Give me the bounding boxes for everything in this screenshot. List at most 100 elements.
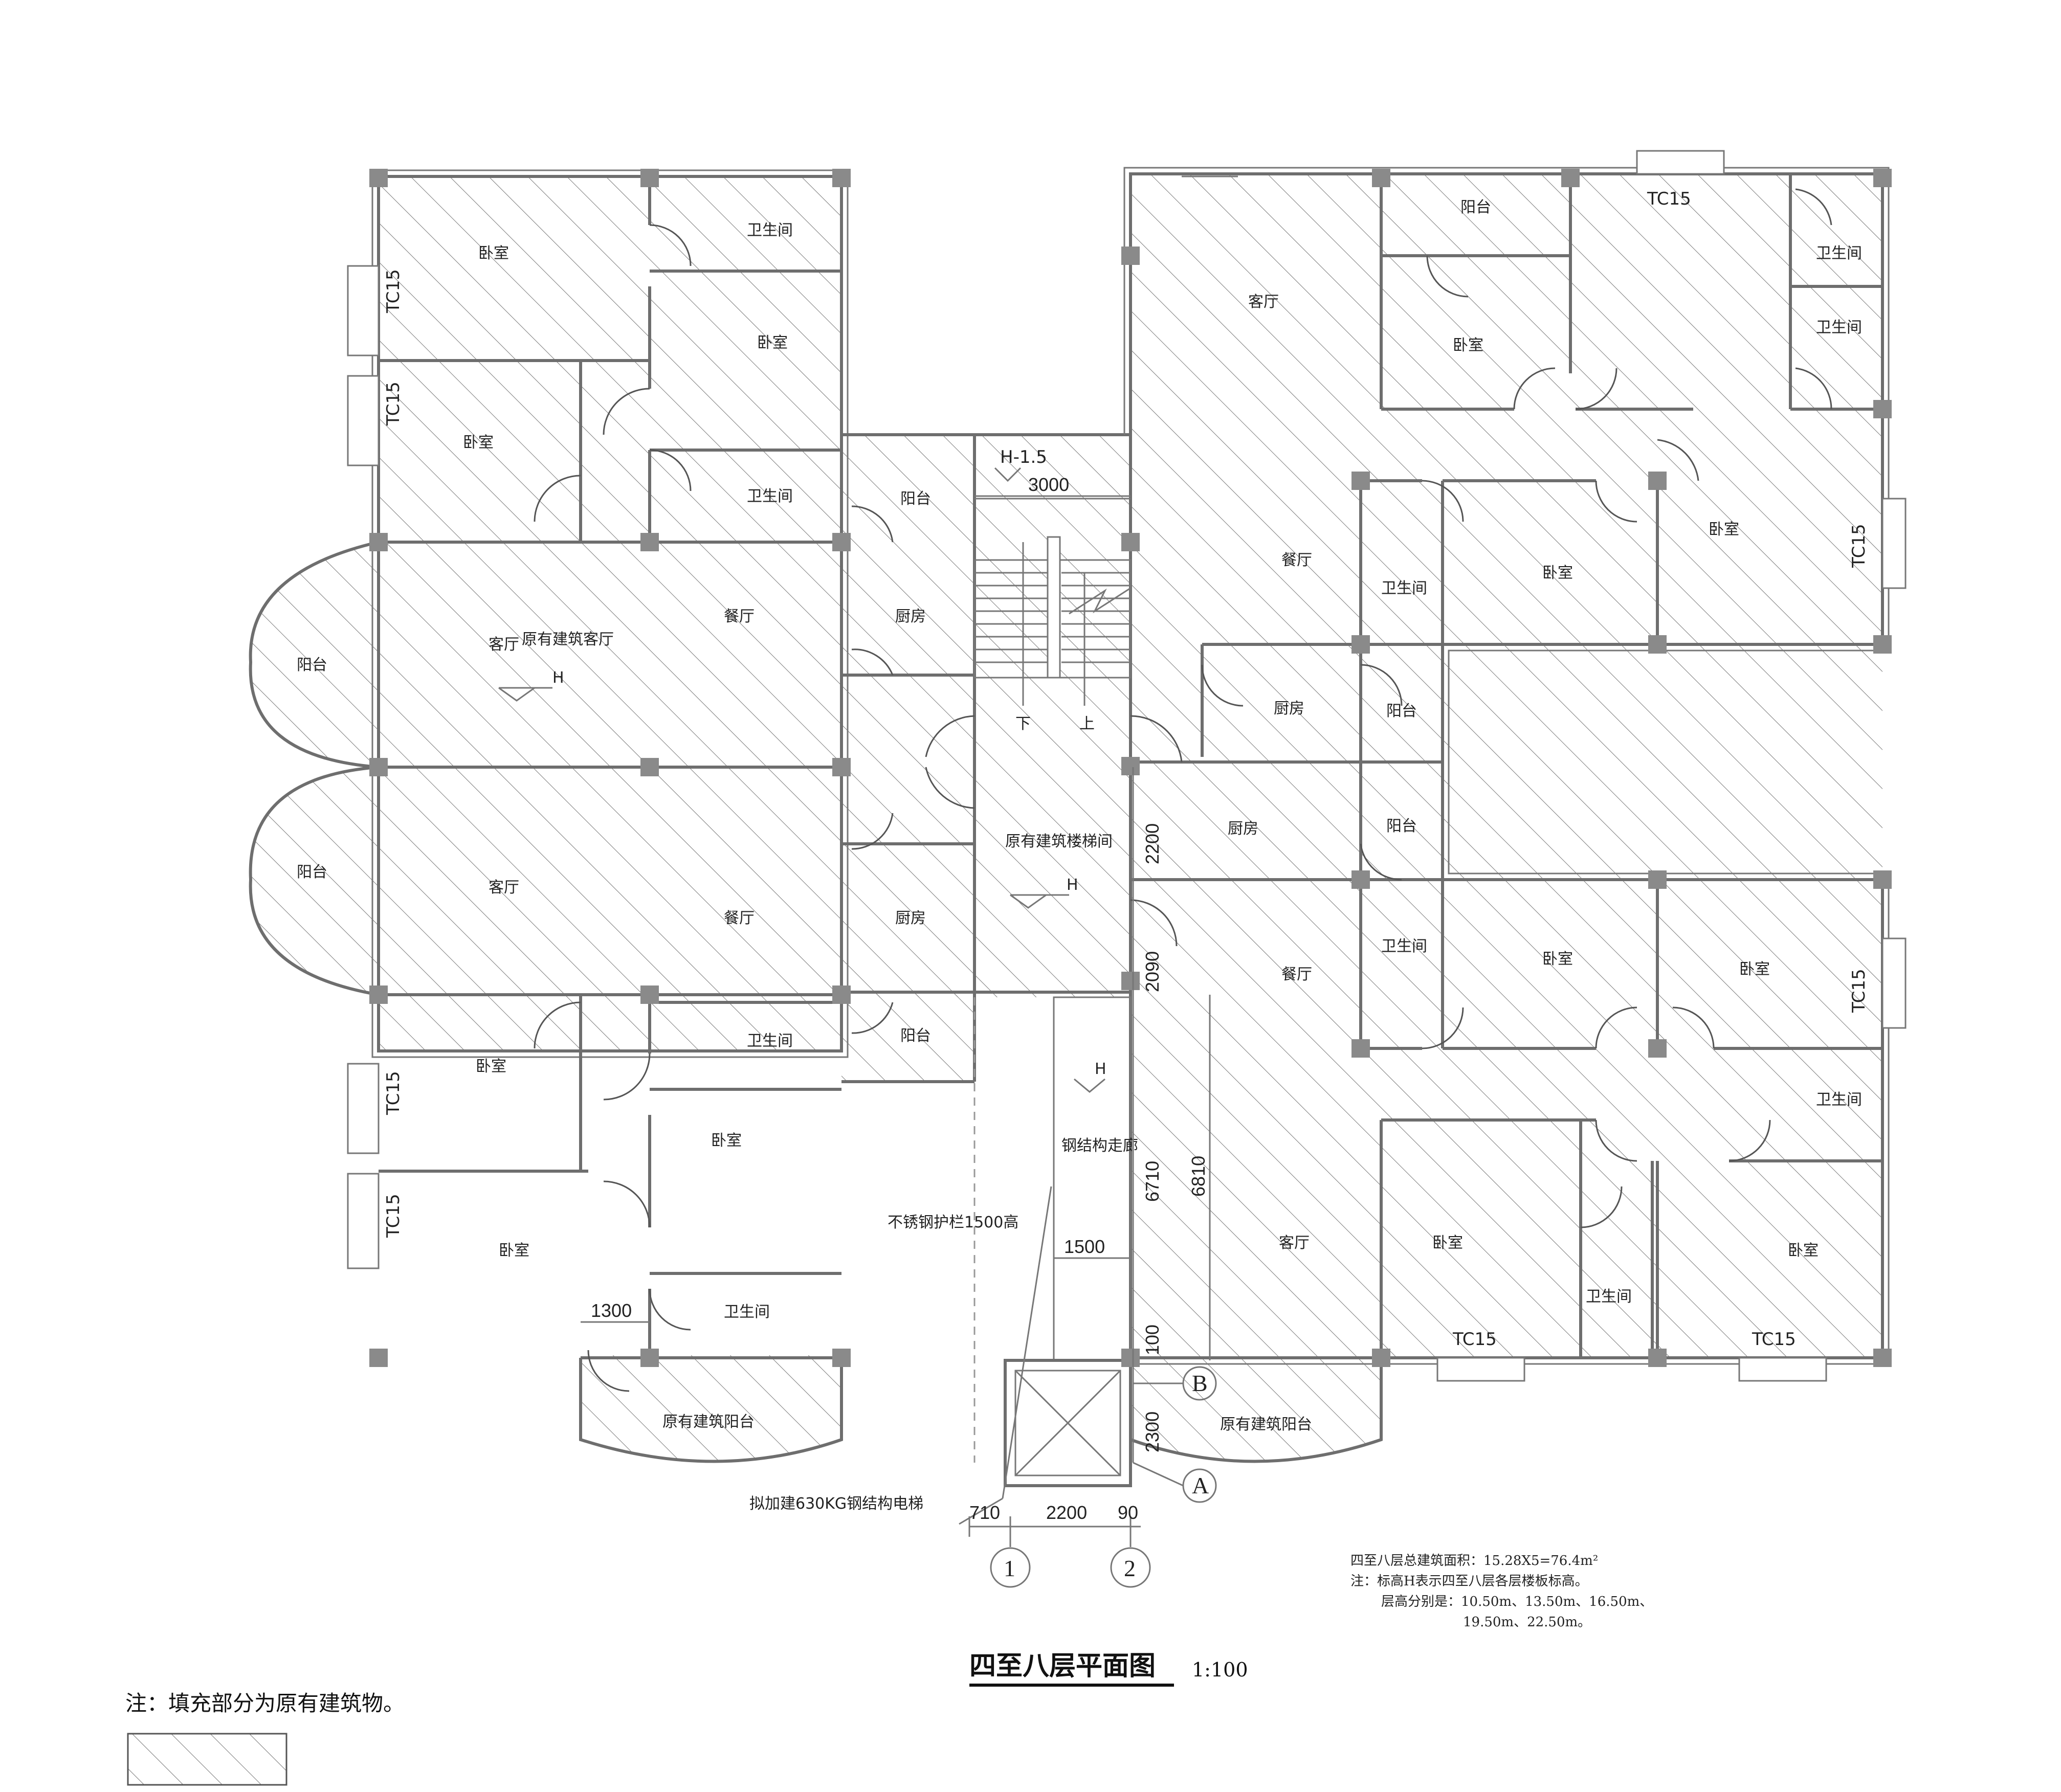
room-label-living: 客厅 [489,636,519,654]
door-swings [534,188,1832,1392]
room-label-balcony: 阳台 [297,656,327,674]
room-label-dining: 餐厅 [1281,551,1312,569]
area-note-line2: 注：标高H表示四至八层各层楼板标高。 [1350,1574,1588,1589]
dimension-lines: 3000 1300 1500 2200 2090 6710 6810 100 2… [581,474,1211,1547]
room-label-bedroom: 卧室 [1542,564,1573,582]
room-label-bedroom: 卧室 [757,334,788,352]
dim-2300: 2300 [1142,1412,1163,1452]
window-tag: TC15 [383,269,404,313]
railing-note: 不锈钢护栏1500高 [888,1214,1018,1231]
room-label-bathroom: 卫生间 [747,221,793,239]
stair-core [973,433,1132,994]
window-tag: TC15 [1849,969,1869,1013]
axis-b-label: B [1192,1370,1208,1396]
level-mark-h: H [552,669,564,687]
dim-6810: 6810 [1188,1156,1209,1197]
room-label-bathroom: 卫生间 [1816,1091,1862,1109]
room-label-bathroom: 卫生间 [1816,244,1862,262]
hatch-legend: 注：填充部分为原有建筑物。 [125,1691,405,1786]
room-label-bedroom: 卧室 [1709,521,1739,539]
right-wing-walls [1123,150,1907,1463]
room-label-living: 客厅 [489,879,519,897]
stair-up-label: 上 [1079,715,1095,733]
room-label-steel-corridor: 钢结构走廊 [1061,1137,1138,1155]
dim-1300: 1300 [591,1300,632,1321]
right-wing-labels: 客厅 阳台 卧室 TC15 卫生间 卫生间 卧室 TC15 餐厅 卫生间 卧室 … [1220,189,1869,1433]
room-label-kitchen: 厨房 [1228,820,1258,838]
room-label-bedroom: 卧室 [1788,1242,1819,1260]
room-label-bathroom: 卫生间 [724,1303,770,1321]
stair-down-label: 下 [1015,715,1031,733]
room-label-bathroom: 卫生间 [1816,319,1862,337]
dim-2090: 2090 [1142,951,1163,992]
steel-corridor [973,996,1132,1487]
room-label-bathroom: 卫生间 [747,487,793,505]
room-label-kitchen: 厨房 [895,608,926,625]
window-tag: TC15 [383,1194,404,1238]
room-label-bedroom: 卧室 [499,1242,529,1260]
area-note-line4: 19.50m、22.50m。 [1463,1615,1591,1630]
room-label-balcony: 阳台 [1460,198,1491,216]
room-label-bedroom: 卧室 [1542,950,1573,968]
room-label-bathroom: 卫生间 [1586,1288,1632,1306]
room-label-living: 客厅 [1279,1234,1310,1252]
room-label-balcony: 阳台 [1386,702,1417,720]
room-label-bedroom: 卧室 [1739,960,1770,978]
window-tag: TC15 [1752,1329,1796,1350]
dim-2200: 2200 [1046,1502,1087,1523]
axis-markers: 1 2 B A [990,1366,1217,1588]
dim-6710: 6710 [1142,1161,1163,1202]
window-tag: TC15 [1849,524,1869,568]
drawing-title: 四至八层平面图 1:100 [969,1651,1248,1687]
room-label-bedroom: 卧室 [711,1132,742,1150]
room-label-original-stair: 原有建筑楼梯间 [1005,833,1113,850]
room-label-balcony: 阳台 [297,863,327,881]
room-label-bedroom: 卧室 [476,1058,506,1076]
level-mark-h: H [1067,876,1078,894]
level-mark-h: H [1095,1060,1106,1078]
room-label-original-balcony: 原有建筑阳台 [1220,1416,1312,1433]
room-label-bedroom: 卧室 [478,244,509,262]
room-label-dining: 餐厅 [1281,966,1312,983]
room-label-balcony: 阳台 [1386,817,1417,835]
room-label-bedroom: 卧室 [1432,1234,1463,1252]
axis-2-label: 2 [1124,1555,1136,1581]
room-label-original-living: 原有建筑客厅 [522,631,614,648]
window-tag: TC15 [383,1071,404,1115]
room-label-balcony: 阳台 [900,1027,931,1045]
room-label-dining: 餐厅 [724,608,755,625]
dim-1500: 1500 [1064,1236,1105,1257]
dim-3000: 3000 [1028,474,1069,495]
room-label-dining: 餐厅 [724,909,755,927]
room-label-kitchen: 厨房 [895,909,926,927]
room-label-bedroom: 卧室 [1453,337,1483,354]
window-tag: TC15 [1452,1329,1497,1350]
axis-a-label: A [1192,1472,1209,1498]
room-label-living: 客厅 [1248,293,1279,311]
dim-90: 90 [1118,1502,1138,1523]
window-tag: TC15 [383,382,404,426]
structural-columns [369,169,1892,1367]
existing-building-hatch [250,174,1882,1462]
room-label-kitchen: 厨房 [1274,700,1304,718]
room-label-original-balcony: 原有建筑阳台 [662,1413,755,1431]
area-note-line3: 层高分别是：10.50m、13.50m、16.50m、 [1381,1594,1653,1609]
left-wing-walls [249,169,976,1463]
dim-710: 710 [969,1502,1000,1523]
plan-scale: 1:100 [1192,1659,1248,1681]
window-tag: TC15 [1647,189,1691,209]
room-label-bedroom: 卧室 [463,434,494,452]
room-label-balcony: 阳台 [900,490,931,508]
legend-hatch-swatch [127,1733,287,1786]
axis-1-label: 1 [1004,1555,1015,1581]
dim-100: 100 [1142,1325,1163,1355]
room-label-bathroom: 卫生间 [1381,937,1427,955]
legend-note: 注：填充部分为原有建筑物。 [125,1691,405,1716]
elevator-note: 拟加建630KG钢结构电梯 [749,1495,923,1513]
left-wing-labels: 卧室 卫生间 卧室 卧室 卫生间 阳台 客厅 原有建筑客厅 餐厅 阳台 客厅 餐… [297,221,931,1431]
plan-title: 四至八层平面图 [969,1651,1156,1682]
room-label-bathroom: 卫生间 [747,1032,793,1050]
area-note-line1: 四至八层总建筑面积：15.28X5=76.4m² [1350,1553,1598,1569]
room-label-bathroom: 卫生间 [1381,579,1427,597]
